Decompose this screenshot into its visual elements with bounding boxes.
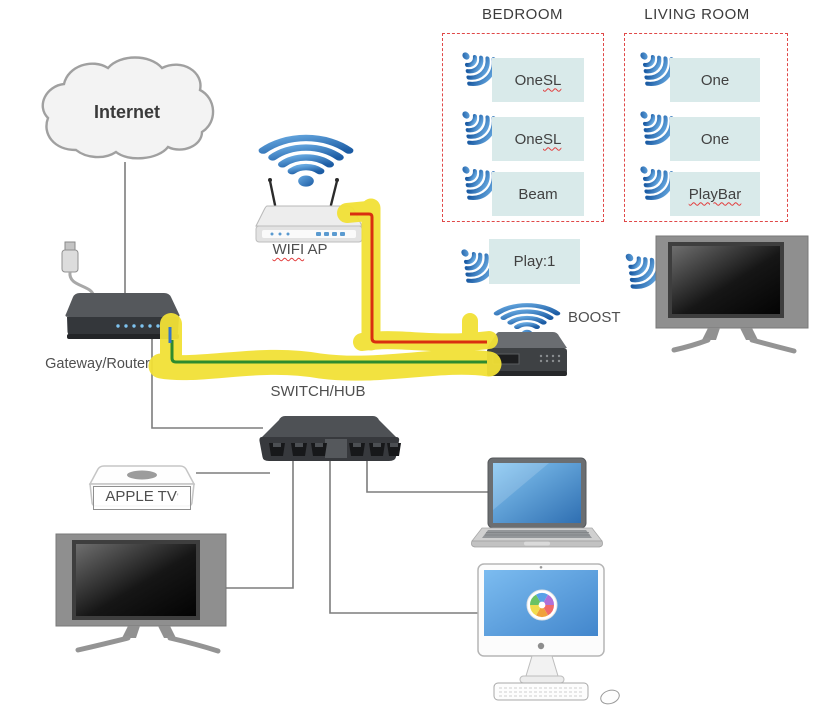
switch-label: SWITCH/HUB bbox=[270, 383, 366, 400]
speaker-box: Beam bbox=[492, 172, 584, 216]
apple-tv-label: APPLE TV' bbox=[93, 486, 191, 510]
bedroom-title: BEDROOM bbox=[481, 6, 563, 23]
speaker-box: One SL bbox=[492, 117, 584, 161]
imac-device bbox=[470, 560, 622, 708]
living-room-title: LIVING ROOM bbox=[644, 6, 750, 23]
gateway-device bbox=[62, 290, 184, 342]
speaker-label: Play:1 bbox=[513, 253, 556, 270]
speaker-label: One bbox=[514, 130, 543, 148]
speaker-label-squiggle: SL bbox=[543, 71, 562, 89]
bedroom-zone: One SL One SL Beam bbox=[442, 33, 604, 222]
speaker-label-squiggle: SL bbox=[543, 130, 562, 148]
tv-left-device bbox=[52, 526, 232, 656]
speaker-box: One bbox=[670, 117, 760, 161]
speaker-label: One bbox=[700, 71, 730, 89]
wifi-ap-label-squiggle: WIFI bbox=[272, 241, 305, 258]
speaker-box: One SL bbox=[492, 58, 584, 102]
boost-label: BOOST bbox=[568, 309, 621, 326]
speaker-label: One bbox=[700, 130, 730, 148]
boost-device bbox=[483, 328, 573, 382]
wifi-ap-label-plain: AP bbox=[304, 241, 328, 258]
speaker-label: One bbox=[514, 71, 543, 89]
wifi-ap-device bbox=[252, 176, 372, 250]
internet-label: Internet bbox=[93, 102, 160, 122]
speaker-box: One bbox=[670, 58, 760, 102]
living-room-zone: One One PlayBar bbox=[624, 33, 788, 222]
speaker-label: Beam bbox=[518, 185, 558, 203]
wifi-ap-label: WIFI AP bbox=[250, 241, 350, 258]
apple-tv-mark: ' bbox=[176, 492, 179, 502]
switch-device bbox=[253, 413, 405, 465]
laptop-device bbox=[452, 456, 606, 552]
speaker-box: Play:1 bbox=[489, 239, 580, 284]
speaker-label-squiggle: PlayBar bbox=[688, 185, 742, 203]
speaker-box: PlayBar bbox=[670, 172, 760, 216]
internet-cloud: Internet bbox=[28, 52, 223, 170]
tv-living-device bbox=[652, 228, 814, 354]
gateway-label: Gateway/Router bbox=[45, 356, 150, 372]
